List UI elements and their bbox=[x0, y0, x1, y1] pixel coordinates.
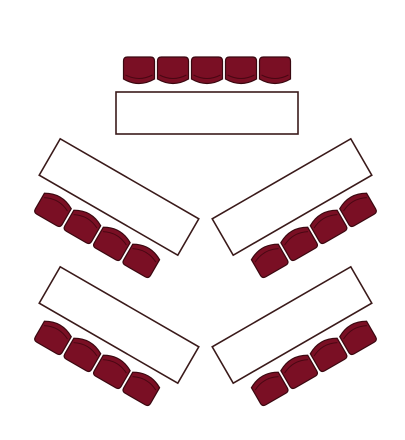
seat bbox=[34, 192, 72, 228]
seat bbox=[280, 354, 319, 390]
seat bbox=[122, 243, 161, 279]
seat bbox=[339, 192, 377, 228]
seat bbox=[224, 56, 258, 85]
seat bbox=[309, 337, 348, 373]
table-upper-right bbox=[211, 137, 377, 279]
seat bbox=[156, 56, 190, 85]
seat bbox=[122, 371, 161, 407]
table bbox=[115, 91, 299, 135]
seat bbox=[92, 226, 131, 262]
seat bbox=[339, 320, 377, 356]
table bbox=[211, 137, 373, 257]
seat bbox=[63, 337, 102, 373]
table-lower-left bbox=[34, 265, 200, 407]
seat bbox=[92, 354, 131, 390]
head-table bbox=[115, 56, 299, 135]
seat bbox=[280, 226, 319, 262]
table bbox=[38, 265, 200, 385]
seat bbox=[122, 56, 156, 85]
table-upper-left bbox=[34, 137, 200, 279]
seat bbox=[258, 56, 292, 85]
table bbox=[38, 137, 200, 257]
seat bbox=[250, 371, 289, 407]
seat bbox=[250, 243, 289, 279]
table bbox=[211, 265, 373, 385]
seat bbox=[63, 209, 102, 245]
seat bbox=[309, 209, 348, 245]
seat bbox=[34, 320, 72, 356]
table-lower-right bbox=[211, 265, 377, 407]
seat bbox=[190, 56, 224, 85]
